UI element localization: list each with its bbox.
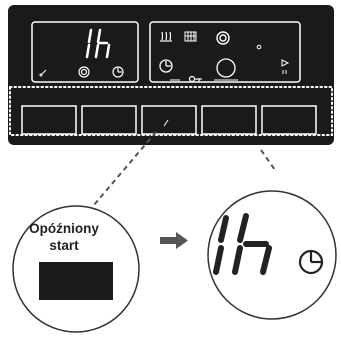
spiral-icon (216, 31, 230, 45)
circle-icon (216, 58, 236, 78)
zoom-digits (213, 213, 272, 275)
zoom-clock-icon (298, 249, 324, 275)
key-icon (188, 75, 202, 83)
control-panel (8, 5, 334, 145)
panel-button-2[interactable] (81, 105, 137, 135)
callout-label-line2: start (49, 238, 79, 253)
leader-line-right (260, 149, 276, 171)
plug-icon (39, 69, 47, 77)
spiral-icon-small (78, 66, 90, 78)
clock-icon (159, 59, 173, 73)
zoom-circle (207, 190, 337, 320)
arrow-icon (160, 232, 188, 249)
panel-button-delay-start[interactable] (141, 105, 197, 135)
display-digits-small (85, 28, 111, 59)
panel-button-5[interactable] (261, 105, 317, 135)
play-pause-icon (281, 59, 290, 74)
clock-icon-small (112, 66, 124, 78)
grid-icon (184, 31, 197, 42)
callout-label: Opóźniony start (18, 220, 110, 254)
icon-window (149, 21, 301, 83)
callout-circle (12, 205, 140, 333)
callout-label-line1: Opóźniony (29, 221, 99, 236)
press-mark (163, 119, 169, 127)
button-row-highlight (9, 86, 333, 136)
steam-icon (160, 31, 172, 42)
indicator-dot (256, 44, 262, 50)
callout-button (39, 262, 113, 300)
panel-button-4[interactable] (201, 105, 257, 135)
display-window (31, 21, 139, 83)
panel-button-1[interactable] (21, 105, 77, 135)
